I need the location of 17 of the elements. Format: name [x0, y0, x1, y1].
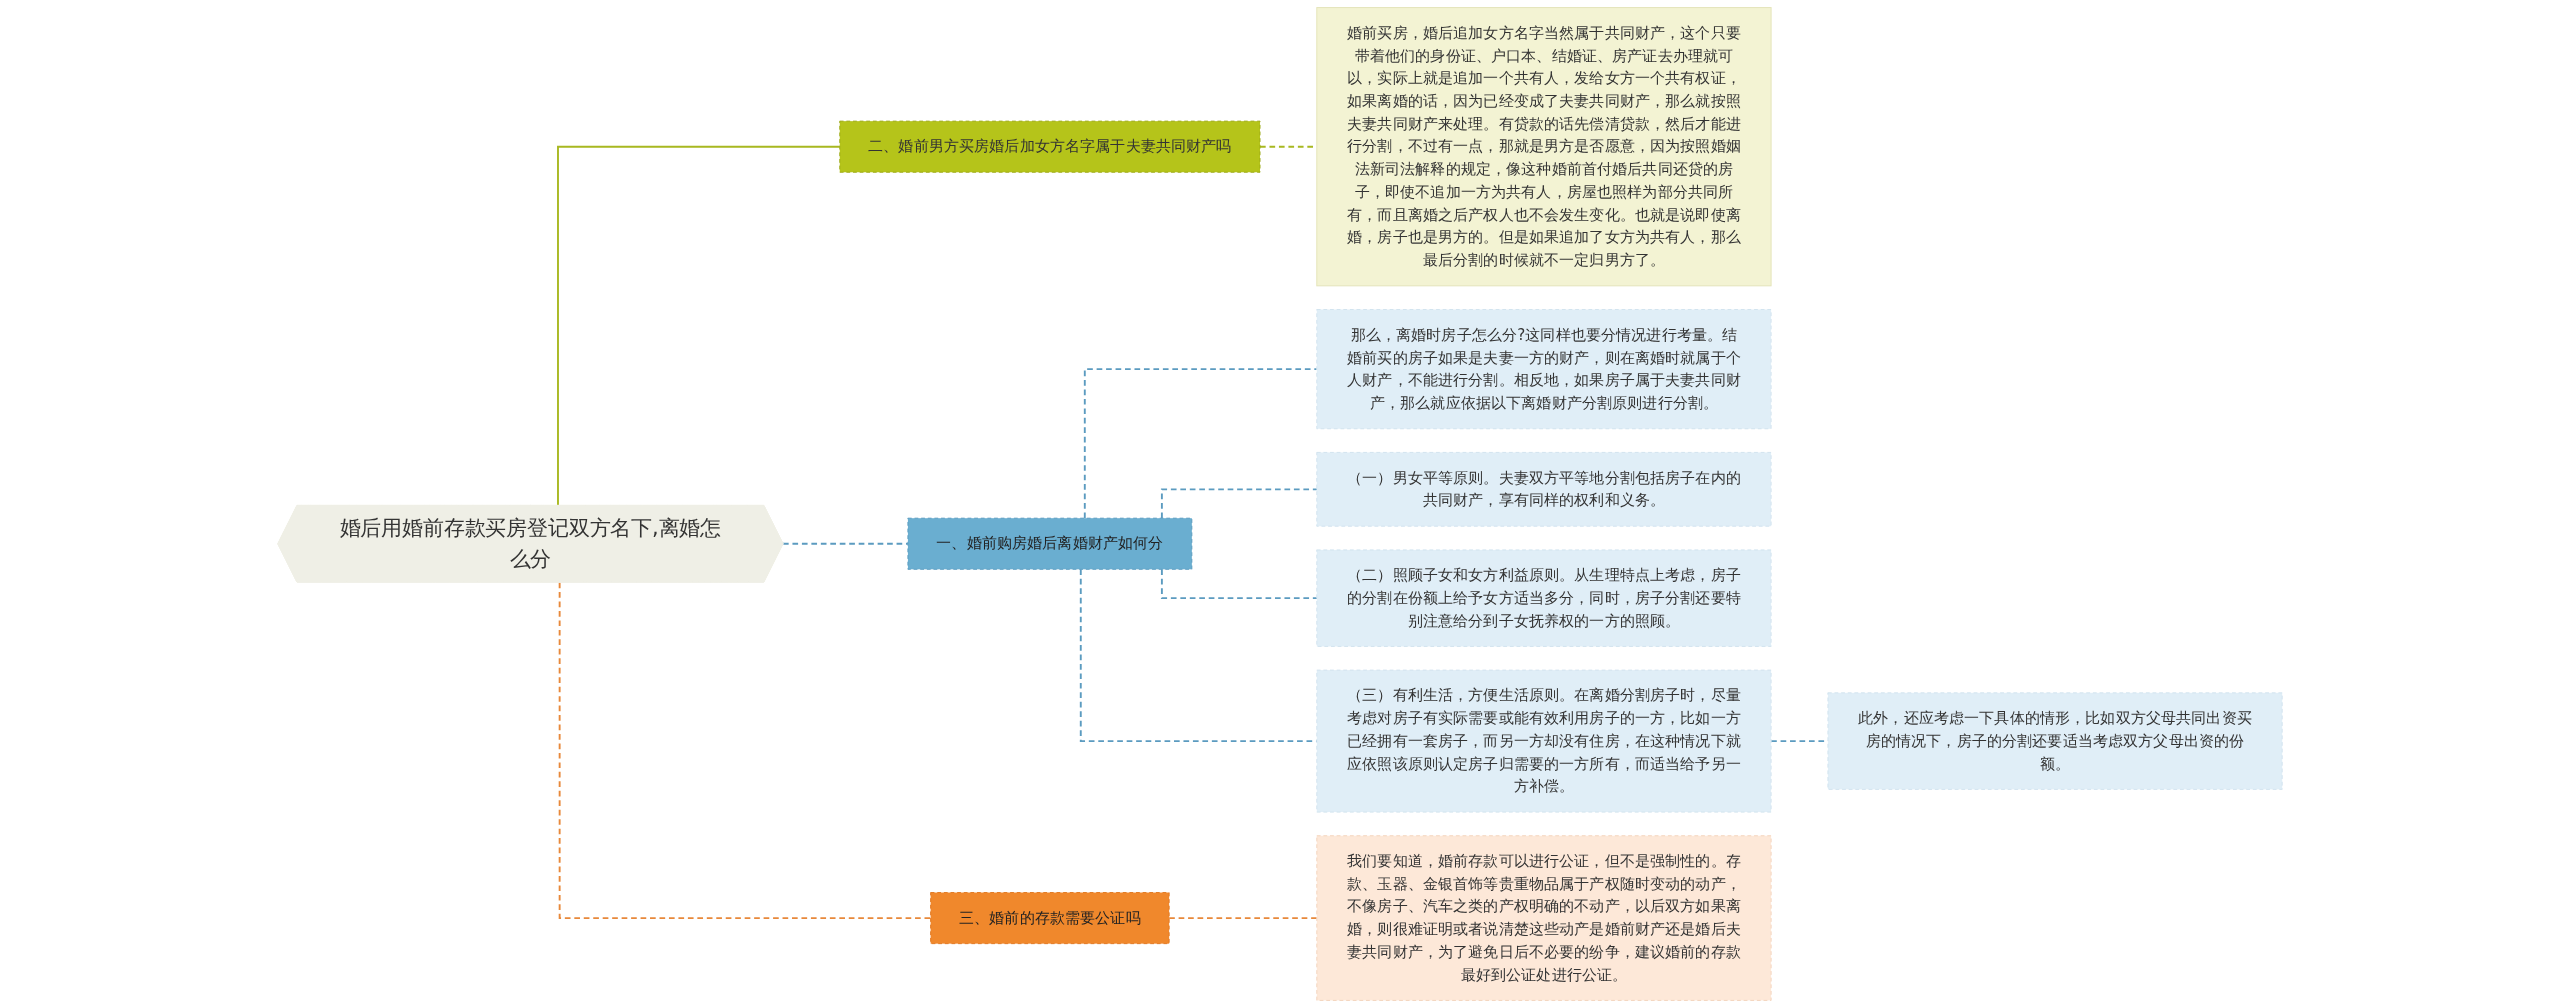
node-box: 三、婚前的存款需要公证吗	[930, 892, 1170, 945]
connector	[1160, 488, 1318, 520]
connector	[557, 145, 841, 507]
connector	[1160, 568, 1318, 600]
connector	[558, 581, 932, 920]
node-box: 二、婚前男方买房婚后加女方名字属于夫妻共同财产吗	[839, 120, 1261, 173]
node-box: 那么，离婚时房子怎么分?这同样也要分情况进行考量。结婚前买的房子如果是夫妻一方的财产，则在离婚时就属于个人财产，不能进行分割。相反地，如果房子属于夫妻共同财产，那么就应依据以下离婚财产分割原则进行分割。	[1316, 309, 1772, 430]
node-box: （三）有利生活，方便生活原则。在离婚分割房子时，尽量考虑对房子有实际需要或能有效利用房子的一方，比如一方已经拥有一套房子，而另一方却没有住房，在这种情况下就应依照该原则认定房子归需要的一方所有，而适当给予另一方补偿。	[1316, 669, 1772, 813]
node-box: （二）照顾子女和女方利益原则。从生理特点上考虑，房子的分割在份额上给予女方适当多分，同时，房子分割还要特别注意给分到子女抚养权的一方的照顾。	[1316, 549, 1772, 647]
node-box: （一）男女平等原则。夫妻双方平等地分割包括房子在内的共同财产，享有同样的权利和义务。	[1316, 451, 1772, 527]
node-box: 我们要知道，婚前存款可以进行公证，但不是强制性的。存款、玉器、金银首饰等贵重物品属于产权随时变动的动产，不像房子、汽车之类的产权明确的不动产，以后双方如果离婚，则很难证明或者说清楚这些动产是婚前财产还是婚后夫妻共同财产，为了避免日后不必要的纷争，建议婚前的存款最好到公证处进行公证。	[1316, 835, 1772, 1001]
node-box: 婚前买房，婚后追加女方名字当然属于共同财产，这个只要带着他们的身份证、户口本、结婚证、房产证去办理就可以，实际上就是追加一个共有人，发给女方一个共有权证，如果离婚的话，因为已经变成了夫妻共同财产，那么就按照夫妻共同财产来处理。有贷款的话先偿清贷款，然后才能进行分割，不过有一点，那就是男方是否愿意，因为按照婚姻法新司法解释的规定，像这种婚前首付婚后共同还贷的房子，即使不追加一方为共有人，房屋也照样为部分共同所有，而且离婚之后产权人也不会发生变化。也就是说即使离婚，房子也是男方的。但是如果追加了女方为共有人，那么最后分割的时候就不一定归男方了。	[1316, 7, 1772, 287]
node-box: 此外，还应考虑一下具体的情形，比如双方父母共同出资买房的情况下，房子的分割还要适当考虑双方父母出资的份额。	[1827, 692, 2283, 790]
connector	[1079, 568, 1318, 743]
node-box: 一、婚前购房婚后离婚财产如何分	[907, 517, 1193, 570]
connector	[1083, 368, 1318, 520]
connector	[1168, 917, 1318, 920]
